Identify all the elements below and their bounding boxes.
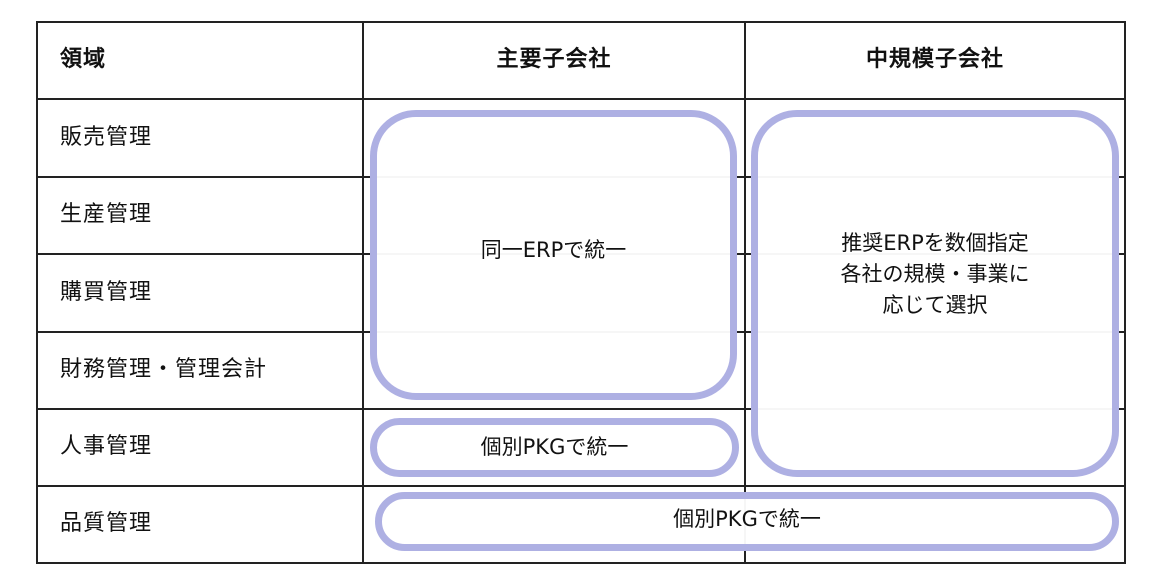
table-border-left: [36, 21, 38, 564]
row-label-quality: 品質管理: [60, 511, 153, 536]
header-area: 領域: [60, 47, 107, 72]
row-label-finance: 財務管理・管理会計: [60, 357, 268, 382]
block-mid-recommended-erp-text: 推奨ERPを数個指定 各社の規模・事業に 応じて選択: [840, 231, 1030, 317]
table-border-right: [1124, 21, 1126, 564]
row-divider-4: [36, 408, 1126, 410]
block-mid-recommended-erp: 推奨ERPを数個指定 各社の規模・事業に 応じて選択: [751, 110, 1119, 477]
row-label-sales: 販売管理: [60, 125, 153, 150]
block-major-same-erp-text: 同一ERPで統一: [480, 237, 627, 262]
table-border-bottom: [36, 562, 1126, 564]
table-border-top: [36, 21, 1126, 23]
row-divider-header: [36, 98, 1126, 100]
header-major-subsidiaries: 主要子会社: [496, 47, 612, 72]
row-label-production: 生産管理: [60, 202, 153, 227]
row-label-hr: 人事管理: [60, 434, 153, 459]
block-major-individual-pkg-text: 個別PKGで統一: [480, 435, 629, 459]
block-major-same-erp: 同一ERPで統一: [370, 110, 737, 400]
row-label-purchasing: 購買管理: [60, 280, 153, 305]
block-quality-individual-pkg: 個別PKGで統一: [375, 492, 1119, 551]
row-divider-5: [36, 485, 1126, 487]
column-divider-1: [362, 21, 364, 564]
column-divider-2: [744, 21, 746, 564]
header-mid-size-subsidiaries: 中規模子会社: [865, 47, 1004, 72]
block-major-individual-pkg: 個別PKGで統一: [370, 418, 739, 477]
block-quality-individual-pkg-text: 個別PKGで統一: [673, 507, 821, 531]
